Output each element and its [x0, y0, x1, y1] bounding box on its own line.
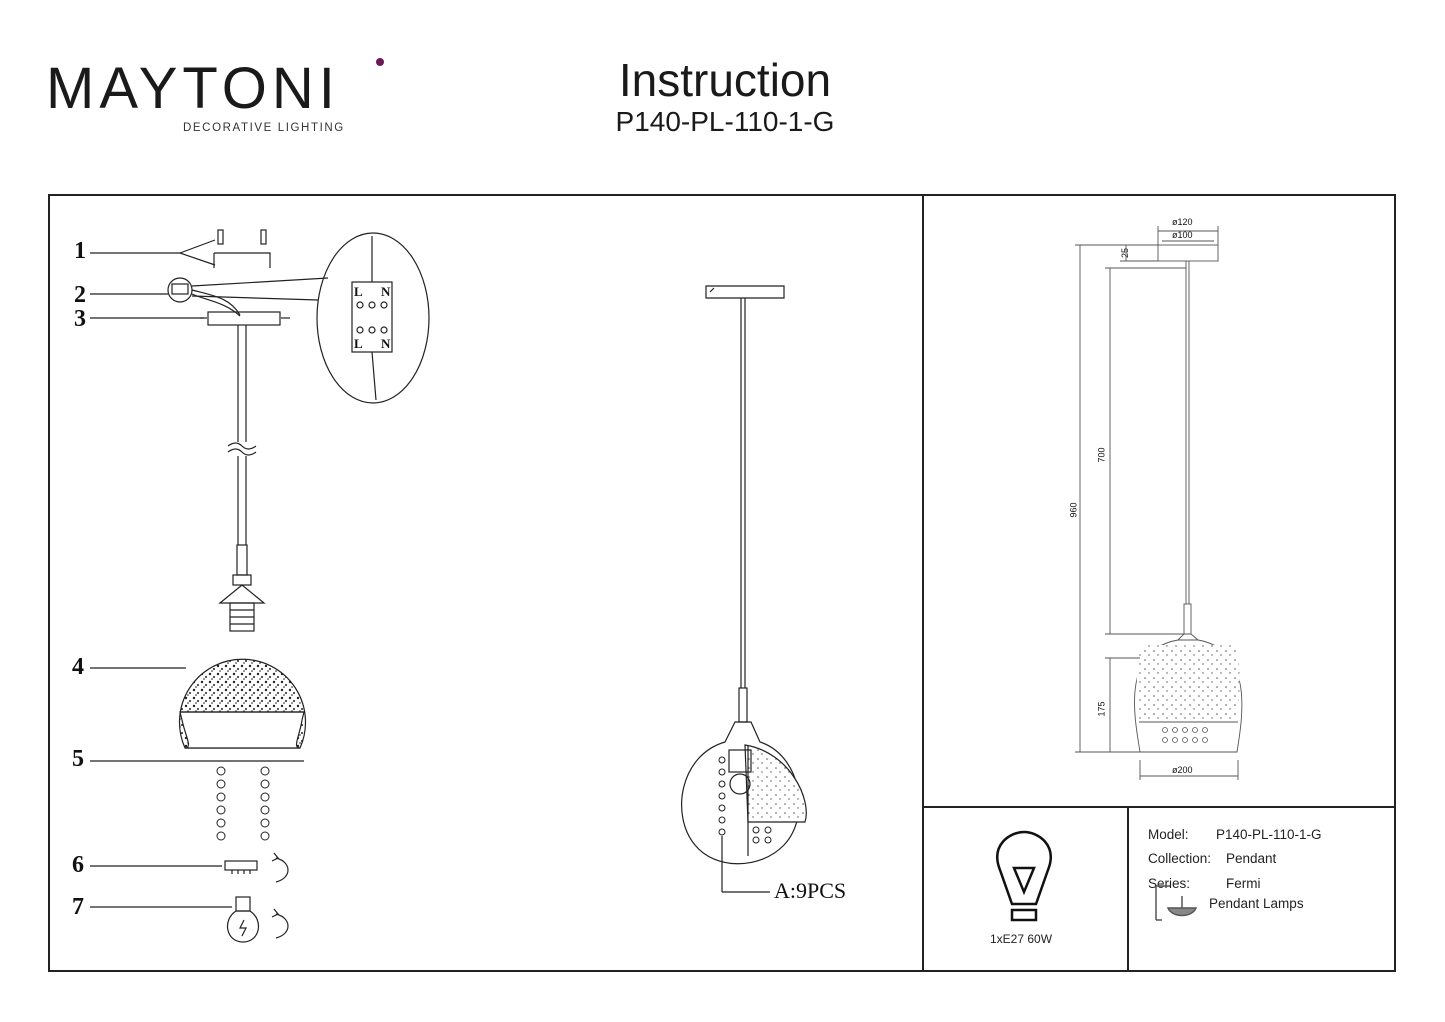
ceiling-canopy [90, 311, 290, 326]
fixing-ring [90, 860, 258, 874]
crystal-strands [90, 760, 304, 841]
spec-collection-label: Collection: [1148, 851, 1212, 866]
part-number-1: 1 [74, 238, 86, 264]
part-number-5: 5 [72, 746, 84, 772]
dimension-drawing [1075, 226, 1243, 780]
light-bulb [90, 896, 260, 943]
part-number-4: 4 [72, 654, 84, 680]
dim-shade-diameter: ø200 [1172, 765, 1193, 775]
logo-dot [376, 58, 384, 66]
lamp-holder [218, 574, 266, 632]
page-model-number: P140-PL-110-1-G [615, 106, 835, 137]
divider-vertical-main [922, 194, 924, 972]
divider-vertical-info [1127, 806, 1129, 972]
part-number-7: 7 [72, 894, 84, 920]
spec-category-value: Pendant Lamps [1209, 896, 1304, 911]
part-number-2: 2 [74, 282, 86, 308]
part-number-6: 6 [72, 852, 84, 878]
spec-series-label: Series: [1148, 876, 1191, 891]
spec-series-value: Fermi [1226, 876, 1261, 891]
rotate-arrow-icon [271, 852, 289, 883]
glass-shade [90, 658, 307, 749]
terminal-block [90, 277, 329, 317]
brand-logo: MAYTONI DECORATIVE LIGHTING [46, 56, 384, 134]
rotate-arrow-icon [271, 908, 289, 939]
divider-horizontal-info [922, 806, 1396, 808]
assembled-pendant-view [681, 285, 807, 893]
part-number-3: 3 [74, 306, 86, 332]
suspension-cable [227, 325, 257, 576]
mounting-screws [90, 229, 271, 268]
wiring-detail-bubble [316, 232, 430, 404]
brand-tagline: DECORATIVE LIGHTING [183, 122, 345, 134]
bulb-spec: 1xE27 60W [990, 932, 1053, 946]
terminal-neutral-bottom: N [381, 336, 391, 351]
terminal-live-top: L [354, 284, 363, 299]
drawing-frame [48, 194, 1396, 972]
pendant-lamp-icon [1155, 885, 1198, 921]
page-header: Instruction P140-PL-110-1-G [560, 54, 890, 138]
spec-model-value: P140-PL-110-1-G [1216, 827, 1322, 842]
terminal-neutral-top: N [381, 284, 391, 299]
terminal-live-bottom: L [354, 336, 363, 351]
dim-canopy-inner: ø100 [1172, 230, 1193, 240]
page-title: Instruction [618, 54, 832, 106]
crystals-callout: A:9PCS [774, 878, 847, 903]
bulb-icon [996, 830, 1052, 922]
spec-model-label: Model: [1148, 827, 1189, 842]
dim-canopy-outer: ø120 [1172, 217, 1193, 227]
spec-collection-value: Pendant [1226, 851, 1277, 866]
brand-name: MAYTONI [46, 56, 340, 121]
